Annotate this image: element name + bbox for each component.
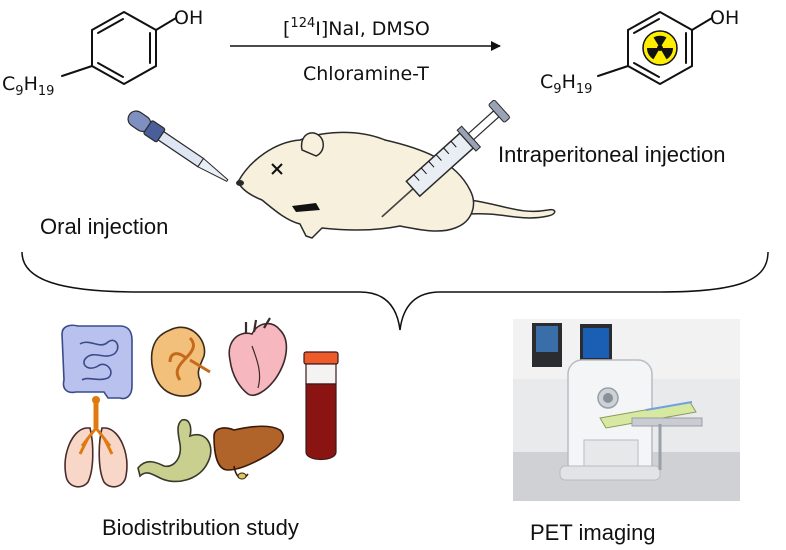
product-nonyl-label: C9H19 [540,71,592,97]
oral-injection-label: Oral injection [40,214,168,239]
biodistribution-label: Biodistribution study [102,515,299,540]
liver-icon [213,425,284,480]
product-structure: OH C9H19 [540,7,739,97]
reaction-arrow: [124I]NaI, DMSO Chloramine-T [230,16,501,85]
syringe-icon [381,99,510,218]
lungs-icon [64,396,128,488]
grouping-brace [21,251,769,331]
oh-label: OH [174,7,203,29]
dropper-icon [127,110,229,182]
mouse-icon [236,131,556,239]
condition-label: Chloramine-T [303,63,429,85]
product-oh-label: OH [710,7,739,29]
kidney-icon [150,326,211,397]
ip-injection-label: Intraperitoneal injection [498,142,725,167]
stomach-icon [137,418,212,483]
nonyl-label: C9H19 [2,73,54,99]
pet-imaging-label: PET imaging [530,520,656,545]
blood-tube-icon [303,351,339,461]
reagent-label: [124I]NaI, DMSO [283,16,430,40]
reactant-structure: OH C9H19 [2,7,203,99]
heart-icon [228,317,288,396]
intestine-icon [61,324,133,400]
pet-scanner-photo [513,319,740,501]
radiation-icon [642,30,678,66]
